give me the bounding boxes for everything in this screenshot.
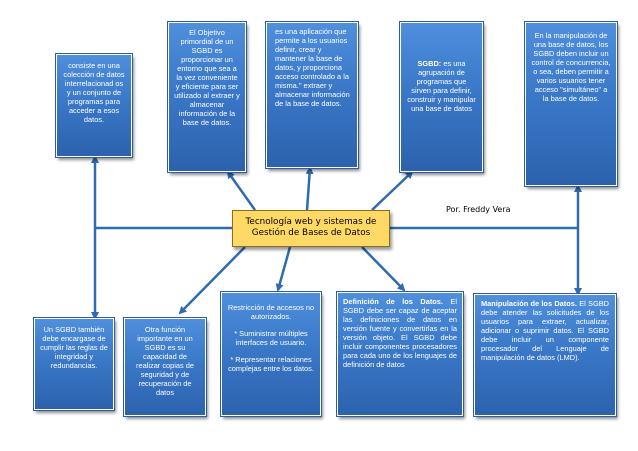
node-integrity-text: Un SGBD también debe encargase de cumpli… [40, 325, 108, 371]
node-sgbd-definition-text: es una agrupación de programas que sirve… [407, 59, 476, 114]
node-sgbd-definition-bold: SGBD: [417, 59, 442, 68]
node-restrictions-p1: Restricción de accesos no autorizados. [227, 303, 315, 322]
node-restrictions-p3: * Representar relaciones complejas entre… [228, 355, 314, 374]
node-data-definition-bold: Definición de los Datos. [343, 297, 443, 306]
node-data-manipulation-bold: Manipulación de los Datos. [481, 299, 577, 308]
node-sgbd-definition: SGBD: es una agrupación de programas que… [400, 22, 483, 172]
connector-bottom4 [361, 246, 406, 292]
node-application: es una aplicación que permite a los usua… [266, 22, 358, 168]
node-data-manipulation: Manipulación de los Datos. El SGBD debe … [474, 294, 616, 416]
node-concurrency-text: En la manipulación de una base de datos,… [531, 31, 611, 104]
node-data-definition: Definición de los Datos. El SGBD debe se… [337, 292, 463, 416]
node-data-definition-text: El SGBD debe ser capaz de aceptar las de… [343, 297, 457, 370]
connector-top4 [371, 170, 414, 211]
node-backup: Otra función importante en un SGBD es su… [124, 318, 206, 416]
node-data-manipulation-text: El SGBD debe atender las solicitudes de … [481, 299, 609, 363]
node-integrity: Un SGBD también debe encargase de cumpli… [34, 318, 114, 410]
node-restrictions-p2: * Suministrar múltiples interfaces de us… [234, 329, 308, 348]
author-credit: Por. Freddy Vera [446, 205, 511, 214]
connector-top2 [226, 170, 257, 211]
central-topic: Tecnología web y sistemas de Gestión de … [232, 210, 390, 247]
node-restrictions: Restricción de accesos no autorizados. *… [221, 292, 321, 416]
connector-bottom3 [275, 246, 292, 292]
node-application-text: es una aplicación que permite a los usua… [275, 27, 350, 109]
node-backup-text: Otra función importante en un SGBD es su… [136, 325, 194, 398]
node-definition: consiste en una colección de datos inter… [56, 54, 132, 157]
connector-top3 [305, 166, 314, 211]
connector-bottom2 [178, 246, 246, 315]
central-topic-text: Tecnología web y sistemas de Gestión de … [245, 217, 377, 238]
node-objective: El Objetivo primordial de un SGBD es pro… [168, 22, 246, 172]
node-definition-text: consiste en una colección de datos inter… [63, 61, 125, 125]
node-objective-text: El Objetivo primordial de un SGBD es pro… [174, 28, 240, 128]
node-concurrency: En la manipulación de una base de datos,… [525, 22, 617, 186]
